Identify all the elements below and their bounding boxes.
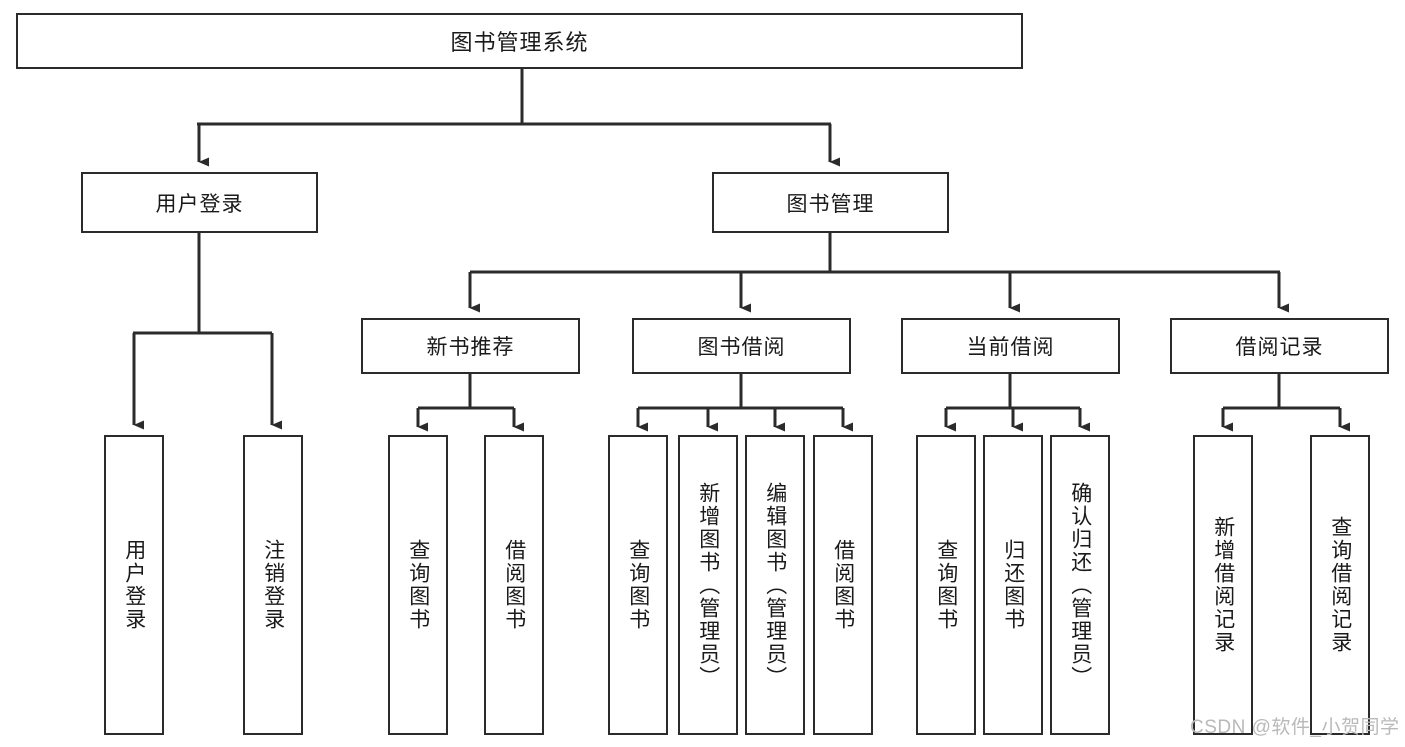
node-leaf-user-login-label: 用户登录 <box>122 539 146 631</box>
node-leaf-user-logout-label: 注销登录 <box>261 539 285 631</box>
node-leaf-edit-book[interactable]: 编辑图书（管理员） <box>745 435 805 735</box>
node-leaf-add-book[interactable]: 新增图书（管理员） <box>678 435 738 735</box>
watermark-text: CSDN @软件_小贺同学 <box>1190 717 1400 738</box>
node-book-manage[interactable]: 图书管理 <box>712 172 949 233</box>
node-borrow-record-label: 借阅记录 <box>1235 336 1324 359</box>
node-new-book-rec-label: 新书推荐 <box>426 336 515 359</box>
node-root[interactable]: 图书管理系统 <box>16 13 1023 69</box>
node-book-borrow-label: 图书借阅 <box>697 336 786 359</box>
node-new-book-rec[interactable]: 新书推荐 <box>361 318 580 374</box>
node-current-borrow-label: 当前借阅 <box>966 336 1055 359</box>
node-user-login[interactable]: 用户登录 <box>81 172 318 233</box>
node-current-borrow[interactable]: 当前借阅 <box>901 318 1120 374</box>
node-leaf-borrow-book-2-label: 借阅图书 <box>831 539 855 631</box>
node-leaf-borrow-book-1[interactable]: 借阅图书 <box>484 435 544 735</box>
node-leaf-user-login[interactable]: 用户登录 <box>104 435 164 735</box>
node-leaf-confirm-return[interactable]: 确认归还（管理员） <box>1050 435 1110 735</box>
node-leaf-user-logout[interactable]: 注销登录 <box>243 435 303 735</box>
node-leaf-borrow-book-2[interactable]: 借阅图书 <box>813 435 873 735</box>
node-root-label: 图书管理系统 <box>450 30 589 55</box>
node-leaf-edit-book-label: 编辑图书（管理员） <box>763 481 787 689</box>
node-leaf-query-book-1[interactable]: 查询图书 <box>388 435 448 735</box>
node-leaf-query-book-3[interactable]: 查询图书 <box>916 435 976 735</box>
node-leaf-query-record-label: 查询借阅记录 <box>1328 516 1352 654</box>
node-book-manage-label: 图书管理 <box>786 192 875 216</box>
node-leaf-add-record-label: 新增借阅记录 <box>1211 516 1235 654</box>
node-leaf-return-book[interactable]: 归还图书 <box>983 435 1043 735</box>
node-book-borrow[interactable]: 图书借阅 <box>632 318 851 374</box>
node-leaf-borrow-book-1-label: 借阅图书 <box>502 539 526 631</box>
node-leaf-query-record[interactable]: 查询借阅记录 <box>1310 435 1370 735</box>
node-leaf-confirm-return-label: 确认归还（管理员） <box>1068 481 1092 689</box>
node-leaf-query-book-3-label: 查询图书 <box>934 539 958 631</box>
node-leaf-add-book-label: 新增图书（管理员） <box>696 481 720 689</box>
node-user-login-label: 用户登录 <box>155 192 244 216</box>
node-leaf-query-book-2-label: 查询图书 <box>626 539 650 631</box>
node-borrow-record[interactable]: 借阅记录 <box>1170 318 1389 374</box>
node-leaf-return-book-label: 归还图书 <box>1001 539 1025 631</box>
node-leaf-query-book-1-label: 查询图书 <box>406 539 430 631</box>
node-leaf-add-record[interactable]: 新增借阅记录 <box>1193 435 1253 735</box>
node-leaf-query-book-2[interactable]: 查询图书 <box>608 435 668 735</box>
